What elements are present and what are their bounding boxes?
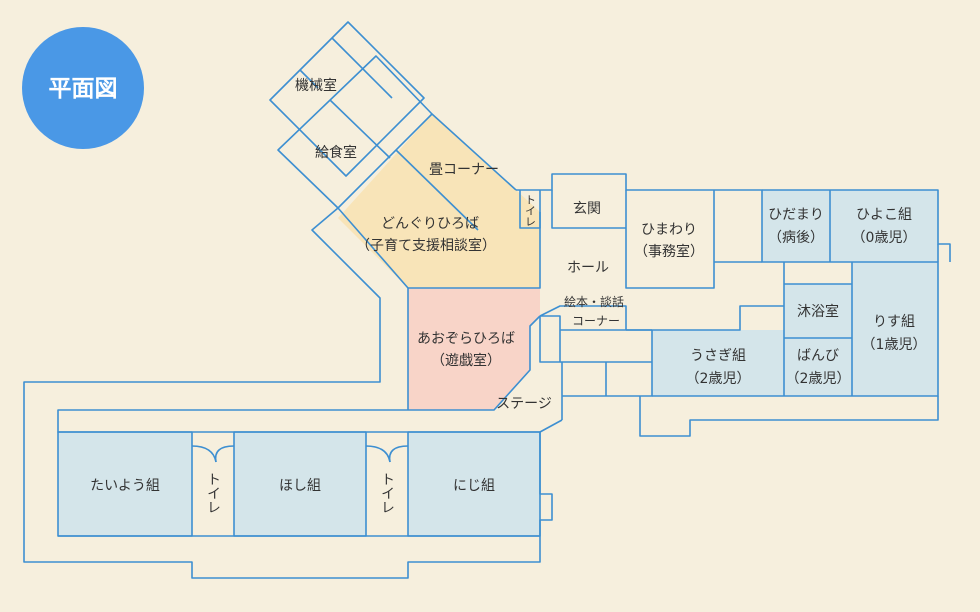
room-label-hiyoko-2: （0歳児） — [852, 230, 917, 246]
room-label-aozora-2: （遊戯室） — [431, 352, 501, 369]
room-label-donguri-1: どんぐりひろば — [381, 216, 479, 232]
room-fill-hiyoko — [830, 190, 938, 262]
room-label-risu-2: （1歳児） — [862, 337, 927, 353]
room-fill-hoshi — [234, 432, 366, 536]
room-fill-donguri — [338, 114, 540, 288]
room-label-niji: にじ組 — [453, 478, 495, 494]
room-label-ehon-1: 絵本・談話 — [564, 294, 624, 309]
room-label-hidamari-2: （病後） — [768, 230, 824, 246]
room-label-toilet-1: トイレ — [205, 472, 221, 514]
room-label-banbi-2: （2歳児） — [786, 371, 851, 387]
room-label-usagi-2: （2歳児） — [686, 371, 751, 387]
room-label-hiyoko-1: ひよこ組 — [856, 207, 912, 223]
room-label-taiyou: たいよう組 — [90, 478, 160, 494]
room-label-usagi-1: うさぎ組 — [690, 348, 746, 364]
room-fill-hidamari — [762, 190, 830, 262]
room-fill-risu — [852, 262, 938, 396]
room-label-himawari-1: ひまわり — [641, 222, 697, 238]
room-fill-taiyou — [58, 432, 192, 536]
room-label-mokuyoku: 沐浴室 — [797, 303, 839, 320]
room-label-kyushoku: 給食室 — [315, 144, 357, 161]
room-label-toilet-top: トイレ — [524, 194, 537, 227]
walls-center — [57, 173, 951, 437]
room-label-aozora-1: あおぞらひろば — [417, 331, 515, 347]
room-label-tatami: 畳コーナー — [429, 162, 499, 178]
room-label-toilet-2: トイレ — [379, 472, 395, 514]
room-label-ehon-2: コーナー — [572, 314, 620, 328]
room-fill-usagi — [652, 330, 784, 396]
room-fill-mokuyoku — [784, 284, 852, 338]
walls-bottom — [57, 431, 541, 537]
room-label-hoshi: ほし組 — [279, 478, 321, 494]
room-label-stage: ステージ — [496, 396, 552, 412]
badge-circle — [22, 27, 144, 149]
room-label-hidamari-1: ひだまり — [768, 207, 824, 223]
room-label-banbi-1: ばんび — [797, 348, 839, 364]
room-label-himawari-2: （事務室） — [634, 243, 704, 260]
badge-text: 平面図 — [49, 76, 118, 102]
room-fill-aozora — [408, 288, 540, 410]
room-label-hall: ホール — [567, 260, 609, 276]
room-fill-niji — [408, 432, 540, 536]
room-label-donguri-2: （子育て支援相談室） — [356, 237, 496, 254]
room-label-genkan: 玄関 — [573, 200, 601, 217]
room-fill-banbi — [784, 338, 852, 396]
walls-top-wing — [23, 21, 553, 579]
room-label-risu-1: りす組 — [873, 314, 915, 330]
room-label-kikai: 機械室 — [295, 77, 337, 94]
